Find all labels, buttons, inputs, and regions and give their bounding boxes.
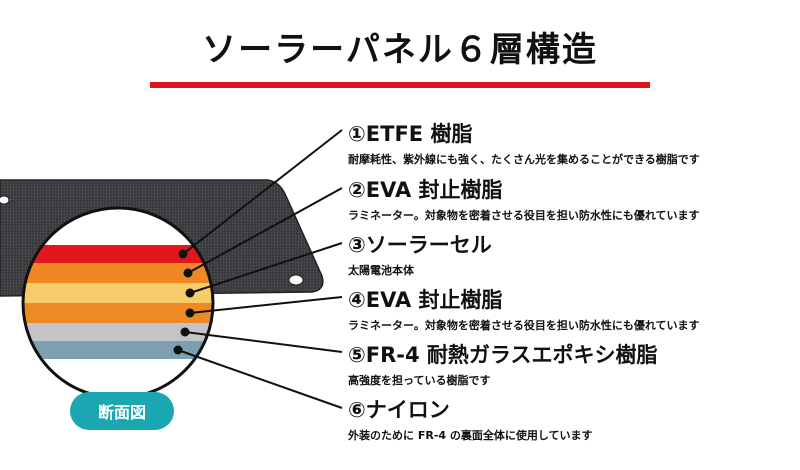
page-title: ソーラーパネル６層構造 xyxy=(202,30,598,70)
layer-description: 太陽電池本体 xyxy=(348,264,414,277)
layer-label-2: ②EVA 封止樹脂 ラミネーター。対象物を密着させる役目を担い防水性にも優れてい… xyxy=(348,174,700,223)
layer-label-3: ③ソーラーセル 太陽電池本体 xyxy=(348,229,492,278)
layer-band-etfe xyxy=(23,245,213,263)
layer-name: ⑤FR-4 耐熱ガラスエポキシ樹脂 xyxy=(348,343,658,367)
layer-name: ④EVA 封止樹脂 xyxy=(348,288,503,312)
layer-description: ラミネーター。対象物を密着させる役目を担い防水性にも優れています xyxy=(348,319,700,332)
layer-band-nylon xyxy=(23,341,213,359)
layer-name: ①ETFE 樹脂 xyxy=(348,122,473,146)
layer-label-6: ⑥ナイロン 外装のために FR-4 の裏面全体に使用しています xyxy=(348,394,593,443)
layer-description: ラミネーター。対象物を密着させる役目を担い防水性にも優れています xyxy=(348,209,700,222)
layer-band-eva-bottom xyxy=(23,303,213,323)
layer-label-4: ④EVA 封止樹脂 ラミネーター。対象物を密着させる役目を担い防水性にも優れてい… xyxy=(348,284,700,333)
layer-label-1: ①ETFE 樹脂 耐摩耗性、紫外線にも強く、たくさん光を集めることができる樹脂で… xyxy=(348,118,700,167)
layer-band-fr4 xyxy=(23,323,213,341)
panel-grommet xyxy=(0,195,10,205)
cross-section-badge: 断面図 xyxy=(70,392,174,430)
layer-description: 外装のために FR-4 の裏面全体に使用しています xyxy=(348,429,593,442)
cross-section-magnifier xyxy=(21,206,215,400)
title-underline xyxy=(150,82,650,88)
layer-band-solar-cell xyxy=(23,283,213,303)
layer-description: 高強度を担っている樹脂です xyxy=(348,374,491,387)
leader-lines xyxy=(173,129,343,409)
layer-description: 耐摩耗性、紫外線にも強く、たくさん光を集めることができる樹脂です xyxy=(348,153,700,166)
layer-band-eva-top xyxy=(23,263,213,283)
layer-name: ⑥ナイロン xyxy=(348,398,450,422)
panel-grommet xyxy=(288,274,304,286)
layer-name: ③ソーラーセル xyxy=(348,233,492,257)
layer-name: ②EVA 封止樹脂 xyxy=(348,178,503,202)
layer-label-5: ⑤FR-4 耐熱ガラスエポキシ樹脂 高強度を担っている樹脂です xyxy=(348,339,658,388)
